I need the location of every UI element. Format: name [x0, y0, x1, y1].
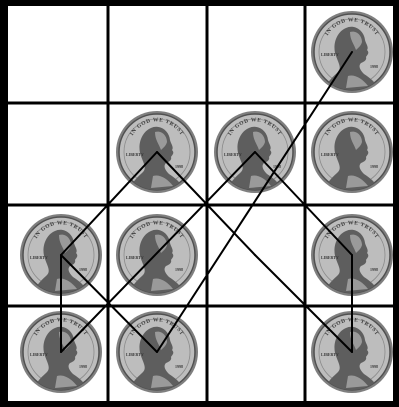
coin-liberty-text: LIBERTY — [321, 255, 339, 260]
coin-liberty-text: LIBERTY — [126, 255, 144, 260]
coin-liberty-text: LIBERTY — [30, 255, 48, 260]
coin-year-text: 1998 — [175, 364, 183, 369]
coin-liberty-text: LIBERTY — [126, 352, 144, 357]
coin-year-text: 1998 — [370, 164, 378, 169]
coin-liberty-text: LIBERTY — [321, 52, 339, 57]
coin-year-text: 1998 — [370, 64, 378, 69]
coin-liberty-text: LIBERTY — [30, 352, 48, 357]
coin-liberty-text: LIBERTY — [224, 152, 242, 157]
coin-year-text: 1998 — [175, 164, 183, 169]
coin-liberty-text: LIBERTY — [126, 152, 144, 157]
coin-year-text: 1998 — [370, 267, 378, 272]
coin-year-text: 1998 — [175, 267, 183, 272]
coin-year-text: 1998 — [79, 267, 87, 272]
coin-year-text: 1998 — [370, 364, 378, 369]
coin-liberty-text: LIBERTY — [321, 152, 339, 157]
coin-year-text: 1998 — [79, 364, 87, 369]
coin-liberty-text: LIBERTY — [321, 352, 339, 357]
